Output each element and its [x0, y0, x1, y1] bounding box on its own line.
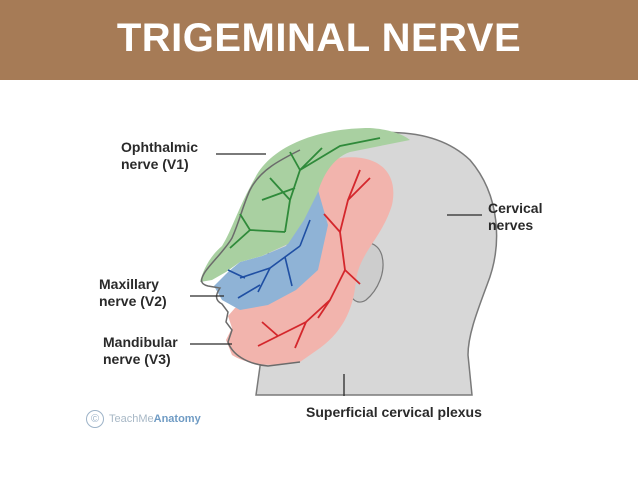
maxillary-label: Maxillary nerve (V2) — [99, 276, 167, 310]
mandibular-label: Mandibular nerve (V3) — [103, 334, 178, 368]
copyright-icon: © — [86, 410, 104, 428]
teachmeanatomy-watermark: © TeachMe Anatomy — [86, 410, 201, 428]
ophthalmic-label: Ophthalmic nerve (V1) — [121, 139, 198, 173]
title-bar: TRIGEMINAL NERVE — [0, 0, 638, 80]
watermark-brand-part1: TeachMe — [109, 413, 154, 425]
watermark-brand-part2: Anatomy — [154, 413, 201, 425]
cervical-label: Cervical nerves — [488, 200, 542, 234]
superficial-cervical-plexus-label: Superficial cervical plexus — [306, 404, 482, 421]
page-title: TRIGEMINAL NERVE — [0, 13, 638, 63]
